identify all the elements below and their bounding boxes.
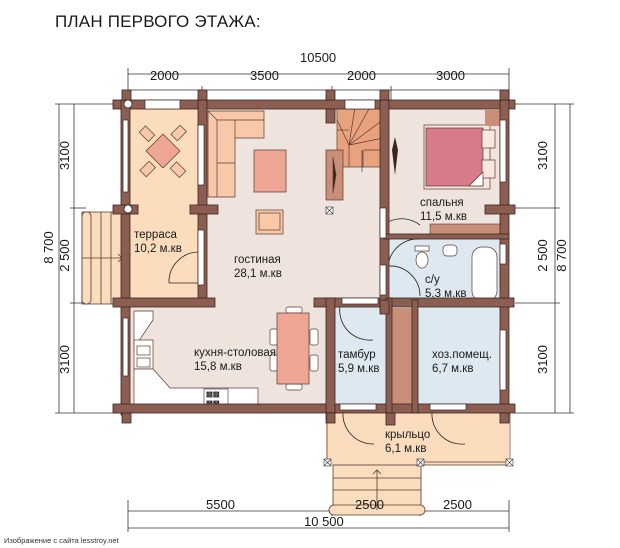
sink [442, 244, 458, 257]
toilet [414, 245, 430, 269]
terrace-dining-set [138, 124, 187, 178]
terrace-steps [81, 211, 123, 305]
terrace-floor [125, 104, 203, 299]
dim-top-seg-4: 3000 [436, 68, 465, 83]
dim-left-seg-2: 2 500 [56, 239, 72, 272]
room-name: гостиная [234, 254, 281, 266]
dim-bottom-total: 10 500 [304, 514, 344, 529]
room-terrace: терраса 10,2 м.кв [134, 228, 182, 256]
room-utility: хоз.помещ. 6,7 м.кв [432, 348, 492, 376]
interior-staircase [336, 106, 384, 172]
room-kitchen: кухня-столовая 15,8 м.кв [194, 346, 276, 374]
ventilation-marker [325, 206, 334, 215]
dim-right-seg-3: 3100 [534, 345, 550, 374]
dim-left-seg-3: 3100 [56, 345, 72, 374]
svg-text:⊠⊠: ⊠⊠ [206, 390, 219, 399]
dim-bottom-seg-1: 5500 [206, 497, 235, 512]
room-area: 11,5 м.кв [420, 211, 467, 223]
room-area: 28,1 м.кв [234, 268, 282, 280]
room-living: гостиная 28,1 м.кв [234, 253, 282, 281]
room-name: с/у [425, 274, 440, 286]
windows [122, 99, 507, 411]
room-area: 15,8 м.кв [194, 361, 242, 373]
porch-railing [326, 413, 511, 466]
dim-top-seg-1: 2000 [150, 68, 179, 83]
dim-bottom-seg-2: 2500 [355, 497, 384, 512]
room-area: 6,1 м.кв [385, 443, 427, 455]
dim-left-total: 8 700 [40, 231, 56, 264]
dimension-lines-right [515, 103, 574, 414]
room-name: тамбур [338, 349, 376, 361]
dim-right-total: 8 700 [553, 239, 569, 272]
dim-top-seg-2: 3500 [250, 68, 279, 83]
corridor-strip [392, 308, 412, 408]
porch-floor [326, 409, 509, 465]
room-area: 5,9 м.кв [338, 363, 380, 375]
porch-posts [323, 458, 514, 467]
utility-floor [412, 303, 509, 409]
double-bed [423, 124, 496, 190]
room-name: крыльцо [385, 429, 431, 441]
dim-left-seg-1: 3100 [56, 141, 72, 170]
dim-right-seg-1: 3100 [534, 141, 550, 170]
dim-top-total: 10500 [300, 50, 337, 65]
room-bedroom: спальня 11,5 м.кв [420, 196, 467, 224]
dining-table [269, 306, 319, 391]
dim-top-seg-3: 2000 [347, 68, 376, 83]
room-vestibule: тамбур 5,9 м.кв [338, 348, 379, 376]
room-area: 5,3 м.кв [425, 288, 467, 300]
page-title: ПЛАН ПЕРВОГО ЭТАЖА: [55, 12, 261, 31]
porch-steps [328, 464, 426, 516]
room-porch: крыльцо 6,1 м.кв [385, 428, 430, 456]
vestibule-floor [330, 303, 390, 409]
dimension-lines-left [55, 103, 118, 414]
cooktop: ⊠⊠ ⊠⊠ [203, 388, 229, 408]
room-name: спальня [420, 197, 464, 209]
terrace-posts [123, 99, 133, 214]
room-name: хоз.помещ. [432, 349, 492, 361]
bedroom-mirror [392, 137, 398, 175]
door-swings [168, 218, 466, 445]
armchair [255, 209, 284, 235]
room-bathroom: с/у 5,3 м.кв [425, 273, 466, 301]
bathtub [471, 246, 498, 302]
dim-bottom-seg-3: 2500 [443, 497, 472, 512]
room-area: 10,2 м.кв [134, 243, 182, 255]
bedside-block [485, 110, 501, 126]
room-area: 6,7 м.кв [432, 363, 474, 375]
svg-text:⊠⊠: ⊠⊠ [206, 399, 219, 408]
corner-sofa [207, 110, 265, 198]
coffee-table [253, 149, 287, 193]
dim-right-seg-2: 2 500 [534, 239, 550, 272]
image-credit: Изображение с сайта lesstroy.net [4, 536, 119, 545]
tv-stand [325, 149, 344, 201]
room-name: терраса [134, 229, 177, 241]
room-name: кухня-столовая [194, 347, 276, 359]
